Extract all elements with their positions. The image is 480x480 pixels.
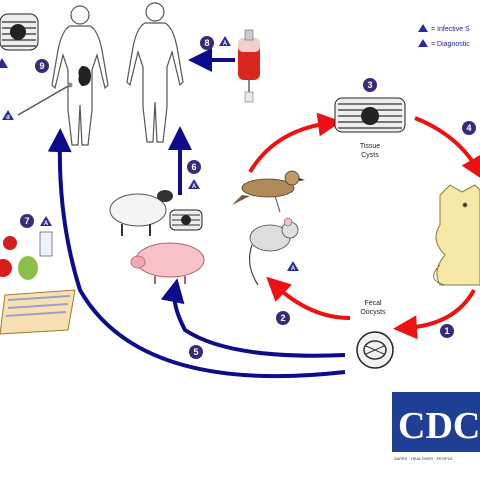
step-6-number: 6	[191, 162, 196, 172]
step-7-marker: 7	[20, 214, 34, 228]
step-6-marker: 6	[187, 160, 201, 174]
tissue-cyst-image-top	[0, 13, 39, 51]
cdc-logo-text: CDC	[398, 405, 480, 447]
fetus-icon	[78, 66, 91, 86]
svg-text:A: A	[44, 221, 49, 227]
infective-triangle-icon: A	[40, 216, 52, 227]
blood-transfusion-bag-icon	[238, 29, 260, 103]
legend: = Infective S = Diagnostic	[418, 24, 470, 48]
cdc-logo-tagline: SAFER · HEALTHIER · PEOPLE	[394, 456, 453, 461]
step-4-number: 4	[466, 123, 471, 133]
arrow-oocysts-to-intermediate-hosts	[266, 276, 351, 320]
mouse-image	[248, 217, 299, 286]
diagnostic-triangle-icon: d	[2, 110, 14, 121]
step-1-number: 1	[444, 326, 449, 336]
arrow-cat-to-oocysts	[393, 289, 476, 340]
infective-triangle-icon: A	[287, 261, 299, 272]
cdc-logo: CDC SAFER · HEALTHIER · PEOPLE	[392, 392, 480, 461]
fecal-oocyst-image	[356, 331, 394, 369]
tissue-cysts-label-line1: Tissue	[360, 143, 380, 150]
tissue-cysts-label-line2: Cysts	[361, 152, 379, 159]
diagnostic-triangle-icon	[0, 58, 8, 68]
needle-tip-icon	[67, 82, 73, 88]
legend-infective: = Infective S	[431, 26, 470, 33]
step-4-marker: 4	[462, 121, 476, 135]
step-7-number: 7	[24, 216, 29, 226]
step-2-marker: 2	[276, 311, 290, 325]
legend-diagnostic: = Diagnostic	[431, 41, 470, 48]
step-3-marker: 3	[363, 78, 377, 92]
pig-image	[130, 242, 205, 284]
step-9-marker: 9	[35, 59, 49, 73]
fecal-oocysts-label-line2: Oocysts	[360, 309, 386, 316]
svg-text:d: d	[6, 115, 10, 121]
tissue-cyst-small-image	[169, 209, 203, 231]
step-3-number: 3	[367, 80, 372, 90]
step-1-marker: 1	[440, 324, 454, 338]
step-8-marker: 8	[200, 36, 214, 50]
arrow-oocysts-to-pig	[160, 278, 346, 358]
arrow-oocysts-to-human	[47, 128, 346, 379]
sheep-image	[109, 190, 173, 236]
cat-image	[433, 184, 480, 286]
step-5-number: 5	[193, 347, 198, 357]
step-2-number: 2	[280, 313, 285, 323]
step-5-marker: 5	[189, 345, 203, 359]
contaminated-food-image	[0, 231, 76, 335]
step-8-number: 8	[204, 38, 209, 48]
bird-image	[232, 170, 305, 213]
arrow-hosts-to-tissue-cysts	[248, 112, 342, 174]
svg-text:A: A	[192, 184, 197, 190]
human-figure-left	[51, 5, 109, 146]
human-figure-right	[126, 2, 184, 143]
fecal-oocysts-label-line1: Fecal	[364, 300, 382, 307]
infective-triangle-icon: A	[188, 179, 200, 190]
svg-text:A: A	[291, 266, 296, 272]
infective-triangle-icon: A	[219, 36, 231, 47]
step-9-number: 9	[39, 61, 44, 71]
tissue-cyst-image	[334, 97, 406, 133]
needle-icon	[17, 84, 71, 116]
arrow-tissue-cysts-to-cat	[414, 116, 480, 181]
svg-text:A: A	[223, 41, 228, 47]
